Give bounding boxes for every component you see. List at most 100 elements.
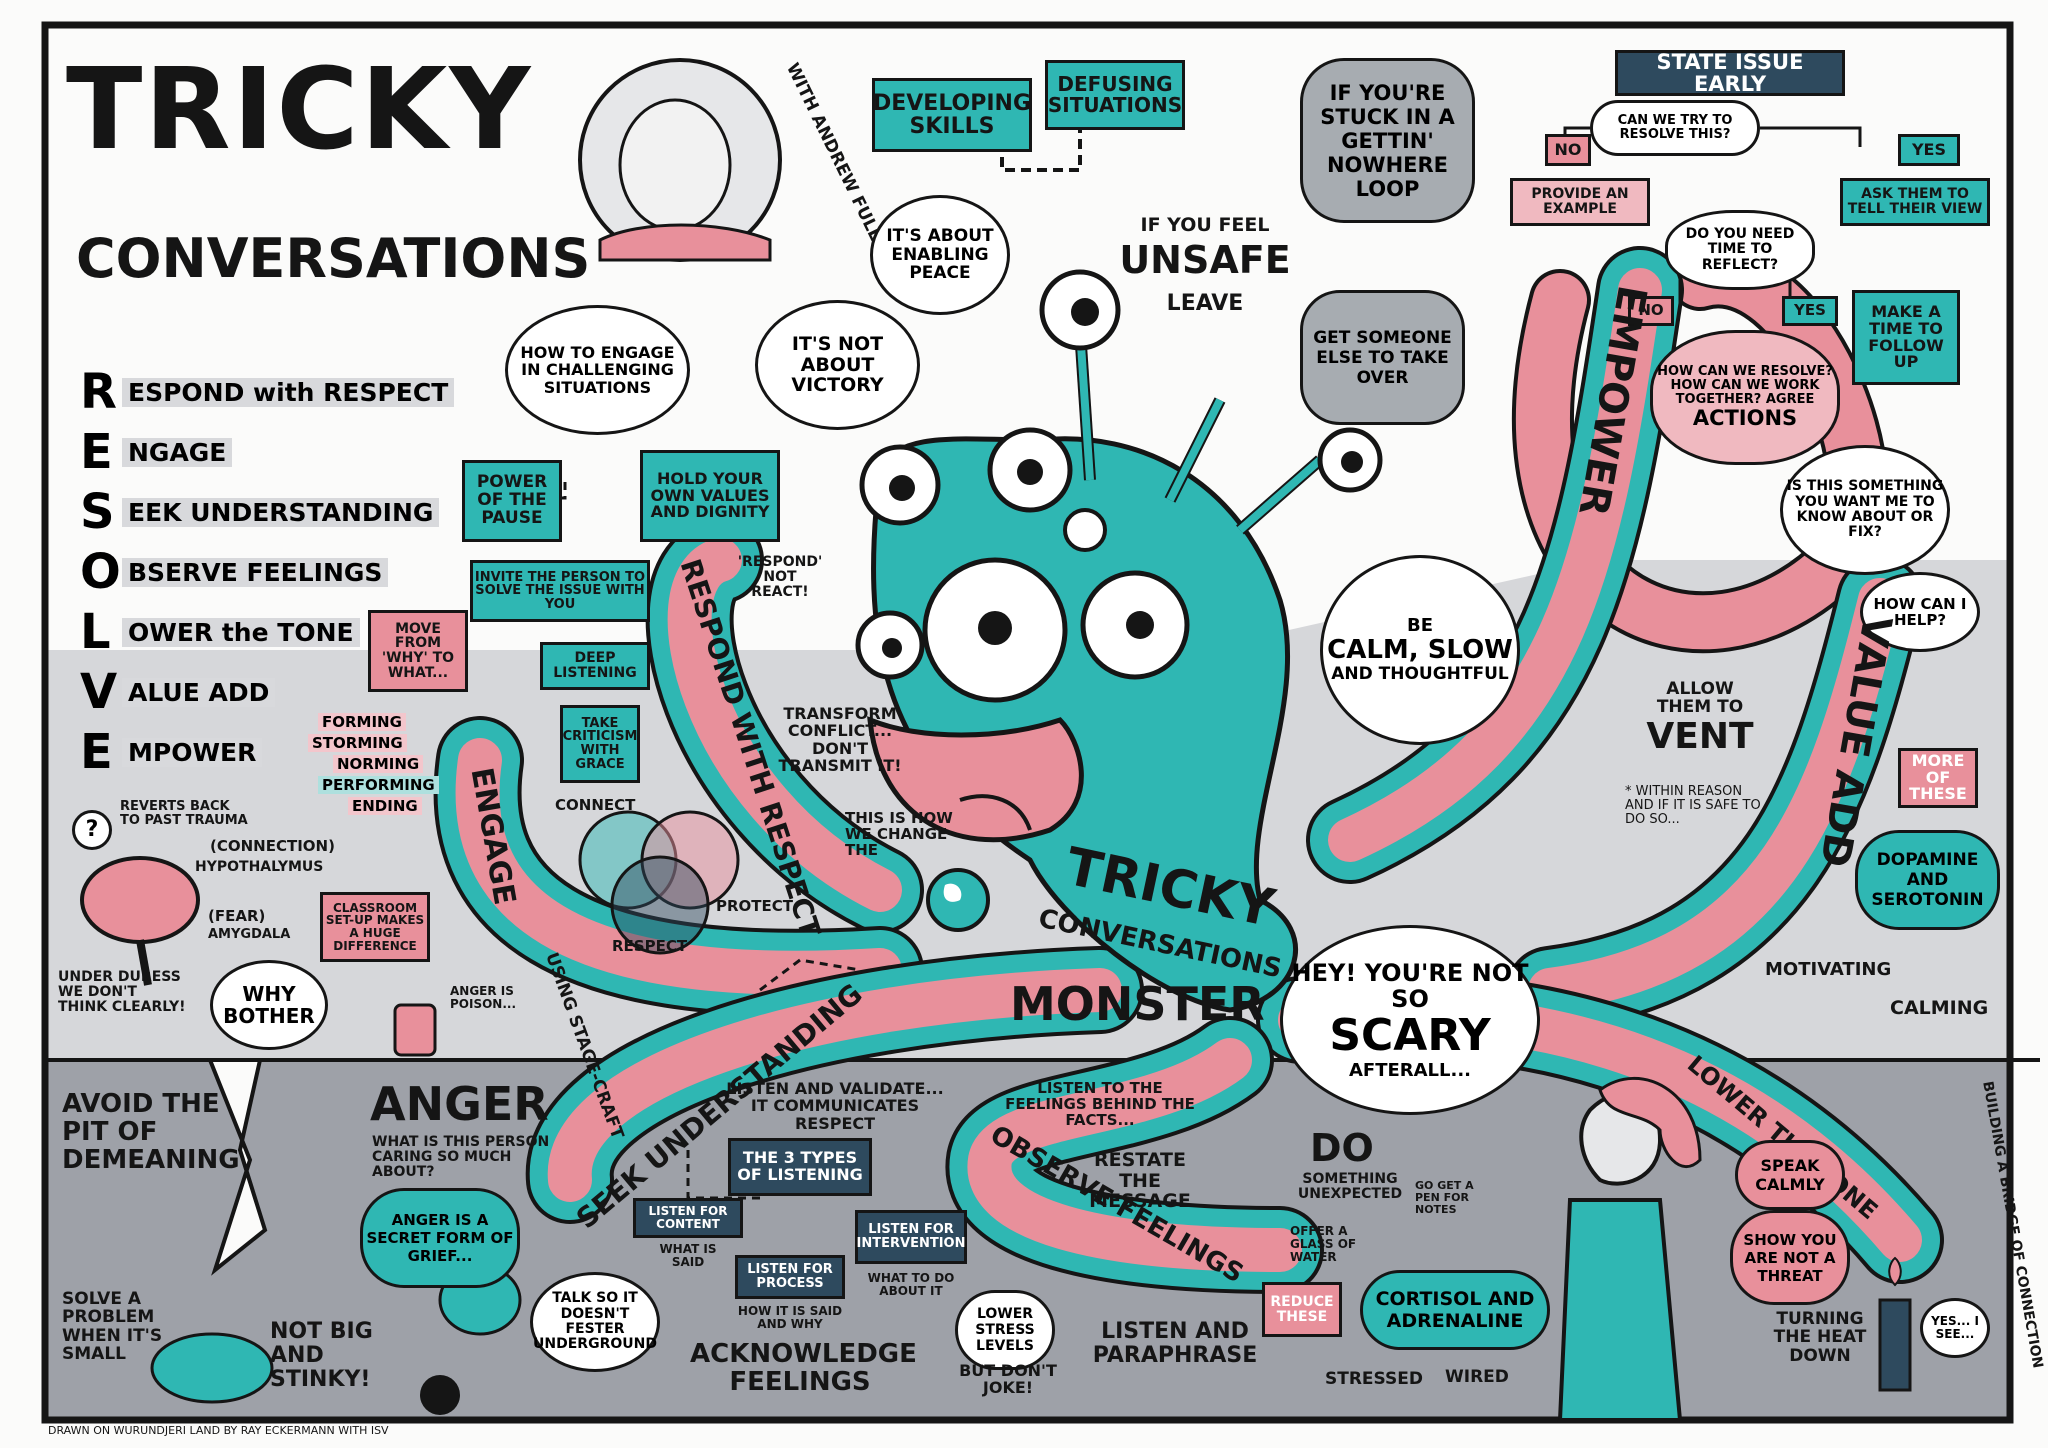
transform-text: TRANSFORM CONFLICT... DON'T TRANSMIT IT! bbox=[778, 704, 902, 775]
feel-unsafe-line1: IF YOU FEEL bbox=[1140, 214, 1270, 236]
allow-vent-line1: ALLOW THEM to bbox=[1656, 679, 1744, 718]
stage-item: FORMING bbox=[318, 712, 439, 733]
hey-bubble: HEY! YOU'RE NOT SO SCARY AFTERALL... bbox=[1280, 925, 1540, 1115]
do-heading: DO bbox=[1310, 1126, 1374, 1170]
change-the-text: THIS IS HOW WE CHANGE the bbox=[845, 809, 953, 860]
connection-label: (CONNECTION) bbox=[210, 837, 335, 855]
resolve-letter: V bbox=[80, 664, 118, 720]
can-we-try-bubble: CAN WE TRY to RESOLVE THIS? bbox=[1590, 100, 1760, 156]
why-bother-bubble: WHY BOTHER bbox=[210, 960, 328, 1050]
cortisol-cloud: CORTISOL and ADRENALINE bbox=[1360, 1270, 1550, 1350]
feel-unsafe-line2: UNSAFE bbox=[1119, 238, 1291, 282]
get-pen-label: GO GET a PEN for NOTES bbox=[1415, 1179, 1474, 1216]
stage-item: NORMING bbox=[333, 754, 439, 775]
resolve-letter: L bbox=[80, 604, 111, 660]
reverts-label: REVERTS BACK to PAST TRAUMA bbox=[120, 799, 248, 829]
how-to-engage-bubble: HOW to ENGAGE in CHALLENGING SITUATIONS bbox=[505, 305, 690, 435]
power-pause-box: POWER of the PAUSE bbox=[462, 460, 562, 542]
reduce-these-box: REDUCE THESE bbox=[1262, 1282, 1342, 1337]
show-threat-cloud: SHOW YOU ARE NOT a THREAT bbox=[1730, 1210, 1850, 1305]
what-do-label: WHAT TO DO ABOUT IT bbox=[867, 1271, 955, 1298]
how-said-label: HOW IT IS SAID and WHY bbox=[737, 1304, 843, 1331]
something-unexpected-label: SOMETHING UNEXPECTED bbox=[1297, 1171, 1403, 1203]
monster-title-3: MONSTER bbox=[1010, 977, 1265, 1031]
stage-item: STORMING bbox=[308, 733, 439, 754]
how-resolve-text: HOW CAN WE RESOLVE? HOW CAN WE WORK TOGE… bbox=[1657, 363, 1833, 408]
solve-problem-label: SOLVE a PROBLEM WHEN IT'S SMALL bbox=[62, 1289, 163, 1365]
be-text: BE bbox=[1406, 615, 1433, 637]
fester-bubble: TALK SO IT DOESN'T FESTER UNDERGROUND bbox=[530, 1272, 660, 1372]
anger-grief-cloud: ANGER is a SECRET FORM of GRIEF... bbox=[360, 1188, 520, 1288]
hypothalamus-label: HYPOTHALYMUS bbox=[195, 859, 324, 875]
state-issue-box: STATE ISSUE EARLY bbox=[1615, 50, 1845, 96]
lower-stress-cloud: LOWER STRESS LEVELS bbox=[955, 1290, 1055, 1370]
calm-slow-text: CALM, SLOW bbox=[1327, 635, 1513, 666]
yes-box-2: YES bbox=[1782, 296, 1838, 326]
venn-connect: CONNECT bbox=[555, 796, 636, 814]
fear-label: (FEAR) bbox=[208, 907, 266, 925]
more-of-these-box: MORE of THESE bbox=[1898, 748, 1978, 808]
listen-content-box: LISTEN FOR CONTENT bbox=[633, 1198, 743, 1238]
question-bubble: ? bbox=[72, 810, 112, 850]
dont-joke-label: BUT DON'T JOKE! bbox=[959, 1361, 1057, 1398]
deep-listening-box: DEEP LISTENING bbox=[540, 642, 650, 690]
stage-list: FORMING STORMING NORMING PERFORMING ENDI… bbox=[308, 712, 439, 817]
listen-process-box: LISTEN FOR PROCESS bbox=[735, 1255, 845, 1299]
make-time-box: MAKE a TIME to FOLLOW UP bbox=[1852, 290, 1960, 385]
avoid-pit-label: AVOID the PIT OF DEMEANING bbox=[62, 1089, 240, 1176]
speak-calmly-cloud: SPEAK CALMLY bbox=[1735, 1140, 1845, 1210]
yes-box: YES bbox=[1898, 134, 1960, 166]
page-title: TRICKY bbox=[66, 45, 533, 175]
enabling-peace-bubble: IT'S ABOUT ENABLING PEACE bbox=[870, 195, 1010, 315]
turning-heat-label: TURNING the HEAT DOWN bbox=[1773, 1309, 1867, 1366]
restate-label: RESTATE the MESSAGE bbox=[1089, 1149, 1191, 1213]
scary-text: SCARY bbox=[1329, 1010, 1491, 1062]
invite-person-box: INVITE the PERSON to SOLVE the ISSUE wit… bbox=[470, 560, 650, 622]
resolve-letter: R bbox=[80, 364, 117, 420]
classroom-box: CLASSROOM SET-UP MAKES a HUGE DIFFERENCE bbox=[320, 892, 430, 962]
acknowledge-label: ACKNOWLEDGE FEELINGS bbox=[690, 1339, 917, 1398]
listen-feelings-label: LISTEN to the FEELINGS BEHIND the FACTS.… bbox=[1005, 1079, 1195, 1130]
actions-text: ACTIONS bbox=[1692, 406, 1798, 431]
within-reason-note: * WITHIN REASON and IF IT IS SAFE to do … bbox=[1625, 784, 1761, 828]
resolve-text: BSERVE FEELINGS bbox=[122, 557, 389, 587]
resolve-letter: E bbox=[80, 424, 113, 480]
what-said-label: WHAT IS SAID bbox=[659, 1242, 717, 1269]
resolve-text: MPOWER bbox=[122, 737, 263, 767]
listen-paraphrase-label: LISTEN and PARAPHRASE bbox=[1092, 1319, 1258, 1368]
how-resolve-bubble: HOW CAN WE RESOLVE? HOW CAN WE WORK TOGE… bbox=[1650, 330, 1840, 465]
dopamine-cloud: DOPAMINE and SEROTONIN bbox=[1855, 830, 2000, 930]
resolve-text: ESPOND with RESPECT bbox=[122, 377, 455, 407]
be-calm-bubble: BE CALM, SLOW and THOUGHTFUL bbox=[1320, 555, 1520, 745]
wired-label: WIRED bbox=[1445, 1367, 1509, 1387]
get-someone-cloud: GET SOMEONE ELSE to TAKE OVER bbox=[1300, 290, 1465, 425]
venn-respect: RESPECT bbox=[612, 937, 688, 955]
afterall-text: AFTERALL... bbox=[1348, 1059, 1472, 1081]
feel-unsafe-line3: LEAVE bbox=[1166, 291, 1244, 316]
anger-heading: ANGER bbox=[370, 1077, 549, 1131]
anger-poison-label: ANGER is POISON... bbox=[450, 984, 517, 1011]
yes-i-see-bubble: YES... I SEE... bbox=[1920, 1298, 1990, 1358]
what-caring-label: WHAT IS THIS PERSON CARING SO MUCH ABOUT… bbox=[372, 1134, 550, 1181]
stuck-loop-cloud: IF YOU'RE STUCK in a GETTIN' NOWHERE LOO… bbox=[1300, 58, 1475, 223]
offer-water-label: OFFER a GLASS of WATER bbox=[1290, 1224, 1357, 1264]
duress-label: UNDER DURESS WE DON'T THINK CLEARLY! bbox=[58, 969, 186, 1016]
no-box-2: NO bbox=[1628, 296, 1674, 326]
provide-example-box: PROVIDE an EXAMPLE bbox=[1510, 178, 1650, 226]
no-box: NO bbox=[1545, 134, 1591, 166]
developing-skills-box: DEVELOPING SKILLS bbox=[872, 78, 1032, 152]
motivating-label: MOTIVATING bbox=[1765, 959, 1892, 980]
hey-text: HEY! YOU'RE NOT SO bbox=[1291, 958, 1529, 1013]
resolve-letter: O bbox=[80, 544, 121, 600]
stage-item: ENDING bbox=[348, 796, 439, 817]
listen-intervention-box: LISTEN FOR INTERVENTION bbox=[855, 1210, 967, 1264]
move-from-box: MOVE from 'WHY' to WHAT... bbox=[368, 610, 468, 692]
respond-not-react: 'RESPOND' Not REACT! bbox=[737, 554, 823, 601]
